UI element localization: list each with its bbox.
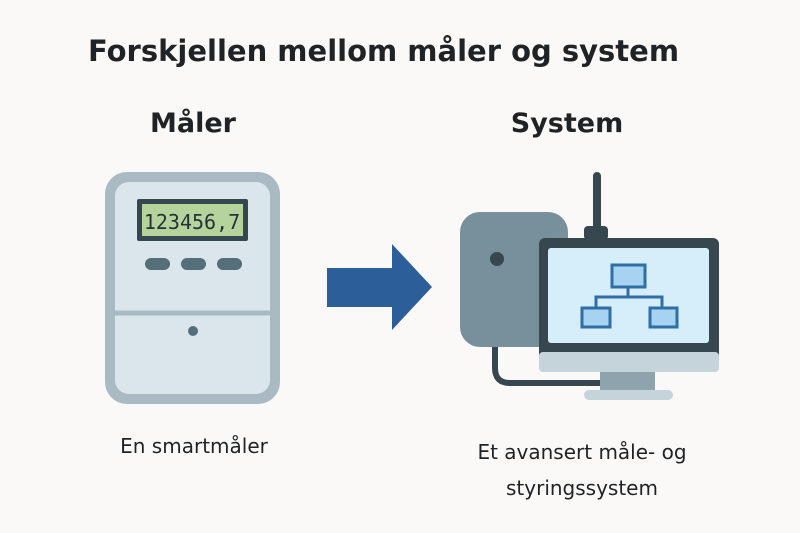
meter-reading: 123456,7	[144, 210, 240, 234]
meter-heading: Måler	[150, 108, 236, 139]
network-tree-icon	[580, 263, 679, 329]
system-caption-line2: styringssystem	[506, 476, 658, 500]
meter-caption: En smartmåler	[120, 434, 268, 458]
system-icon	[460, 172, 719, 400]
system-caption-line1: Et avansert måle- og	[477, 440, 687, 464]
system-heading: System	[510, 108, 624, 139]
system-caption: Et avansert måle- og styringssystem	[477, 434, 686, 506]
page-title: Forskjellen mellom måler og system	[88, 34, 680, 68]
arrow-right-icon	[327, 244, 432, 330]
smart-meter-icon: 123456,7	[105, 172, 280, 404]
